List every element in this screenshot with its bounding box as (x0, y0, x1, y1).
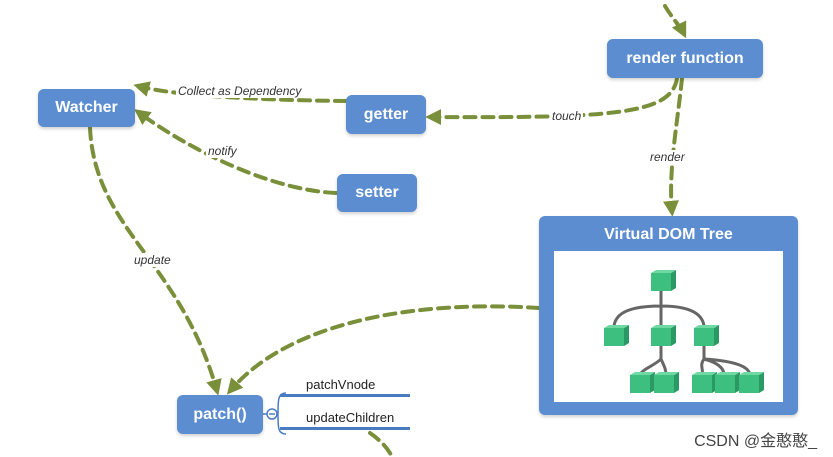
setter-node: setter (337, 174, 417, 212)
edge-label-notify: notify (206, 144, 239, 158)
virtual-dom-tree-label: Virtual DOM Tree (604, 226, 733, 243)
arrow-notify (134, 109, 338, 195)
tree-node-icon (715, 372, 740, 393)
arrow-out-of-patch (368, 431, 394, 457)
edge-label-touch: touch (550, 109, 584, 123)
watermark: CSDN @金憨憨_ (694, 433, 817, 450)
render-function-node: render function (607, 39, 763, 78)
patch-label: patch() (193, 405, 247, 423)
tree-illustration-panel (554, 251, 783, 402)
tree-illustration (604, 270, 764, 393)
arrow-touch (425, 76, 679, 126)
tree-node-icon (692, 372, 717, 393)
patch-child-updatechildren: updateChildren (280, 410, 410, 430)
edge-label-collect: Collect as Dependency (176, 84, 304, 98)
tree-node-icon (630, 372, 655, 393)
tree-node-icon (694, 325, 719, 346)
virtual-dom-tree-node: Virtual DOM Tree (539, 216, 798, 415)
edge-label-render: render (648, 150, 687, 164)
tree-nodes (604, 270, 764, 393)
patch-child-patchvnode: patchVnode (280, 377, 410, 397)
arrow-into-render (663, 4, 687, 39)
arrow-vdom-to-patch (226, 304, 541, 395)
arrow-render (662, 76, 684, 217)
tree-node-icon (654, 372, 679, 393)
getter-label: getter (363, 105, 409, 123)
tree-node-icon (739, 372, 764, 393)
setter-label: setter (355, 184, 399, 201)
tree-node-icon (651, 270, 676, 291)
patch-node: patch() (177, 395, 263, 434)
watcher-label: Watcher (55, 99, 118, 116)
tree-node-icon (604, 325, 629, 346)
arrow-update (88, 126, 222, 396)
tree-node-icon (651, 325, 676, 346)
render-function-label: render function (626, 49, 744, 67)
edge-label-update: update (132, 253, 173, 267)
watcher-node: Watcher (38, 89, 135, 127)
getter-node: getter (346, 95, 426, 134)
